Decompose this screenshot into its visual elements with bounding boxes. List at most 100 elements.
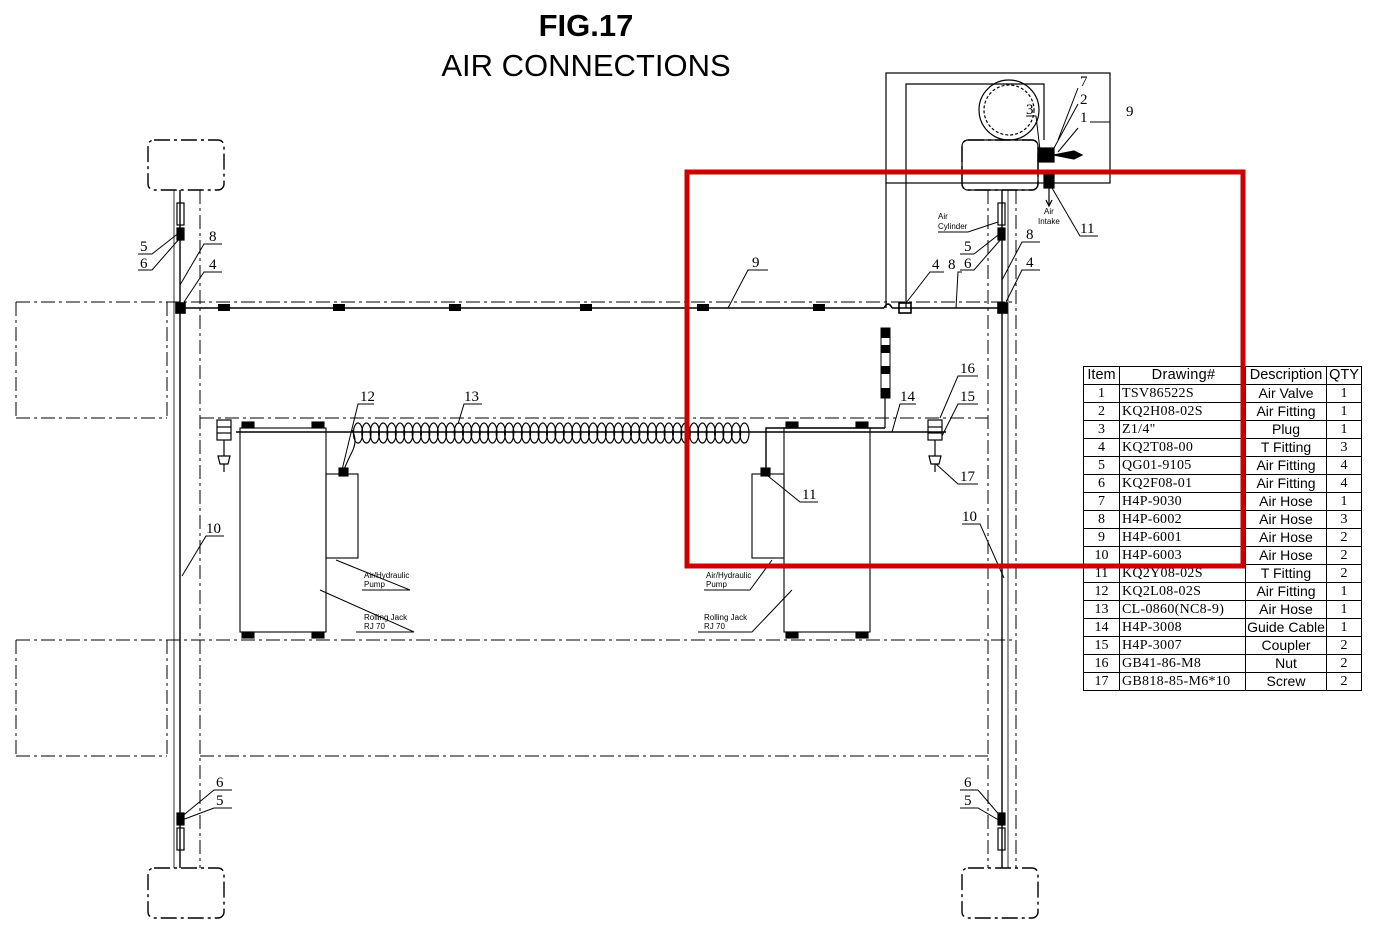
coil-loop: [588, 422, 599, 444]
coil-loop: [403, 422, 414, 444]
coil-loop: [361, 422, 372, 444]
callout: 8: [948, 257, 956, 273]
coil-loop: [613, 422, 624, 444]
cell-qty: 1: [1326, 582, 1362, 601]
cell-description: T Fitting: [1245, 564, 1327, 583]
cell-drawing: KQ2Y08-02S: [1119, 564, 1246, 583]
cell-description: Air Fitting: [1245, 582, 1327, 601]
coil-loop: [672, 422, 683, 444]
cell-item: 13: [1083, 600, 1120, 619]
cell-qty: 1: [1326, 384, 1362, 403]
coil-loop: [411, 422, 422, 444]
cell-drawing: H4P-6003: [1119, 546, 1246, 565]
callout: 4: [1026, 255, 1034, 271]
callout: 3: [1026, 102, 1034, 118]
coil-loop: [378, 422, 389, 444]
cell-item: 14: [1083, 618, 1120, 637]
callout: 14: [900, 389, 916, 405]
cell-item: 7: [1083, 492, 1120, 511]
post-fittings: [176, 202, 1006, 851]
coil-loop: [520, 422, 532, 444]
cell-qty: 1: [1326, 492, 1362, 511]
cell-qty: 2: [1326, 672, 1362, 691]
jack-label-left: RJ 70: [364, 622, 385, 631]
cell-qty: 2: [1326, 546, 1362, 565]
air-intake-label: Air: [1044, 207, 1054, 216]
air-cylinder-label: Air: [938, 212, 948, 221]
coil-loop: [504, 422, 515, 444]
coil-loop: [529, 422, 540, 444]
cell-drawing: GB41-86-M8: [1119, 654, 1246, 673]
coiled-air-hose: [352, 422, 750, 444]
callout: 2: [1080, 92, 1088, 108]
cell-description: Air Hose: [1245, 546, 1327, 565]
cell-item: 5: [1083, 456, 1120, 475]
callout: 10: [962, 509, 977, 525]
cell-drawing: TSV86522S: [1119, 384, 1246, 403]
jack-label-left: Rolling Jack: [364, 613, 408, 622]
coil-loop: [546, 422, 557, 444]
cell-item: 17: [1083, 672, 1120, 691]
coil-loop: [428, 422, 439, 444]
callout: 9: [752, 255, 760, 271]
cell-description: Guide Cable: [1245, 618, 1327, 637]
coil-loop: [655, 422, 666, 444]
callout: 17: [960, 469, 976, 485]
figure-title: AIR CONNECTIONS: [441, 48, 731, 83]
coil-loop: [369, 422, 380, 444]
callout: 7: [1080, 74, 1088, 90]
callout-numbers: 5 6 8 4 5 6 8 4 4 8 7 2 1 3 9 11 9 12 13…: [140, 74, 1134, 809]
cell-item: 16: [1083, 654, 1120, 673]
cell-description: Air Hose: [1245, 492, 1327, 511]
cell-qty: 1: [1326, 420, 1362, 439]
cell-drawing: H4P-6002: [1119, 510, 1246, 529]
air-intake-label: Intake: [1038, 217, 1060, 226]
runway-outlines: [15, 190, 1017, 868]
callout: 16: [960, 361, 976, 377]
parts-table: Item Drawing# Description QTY 1 TSV86522S…: [1083, 366, 1362, 691]
cell-item: 4: [1083, 438, 1120, 457]
coupler-right: [927, 419, 943, 472]
callout: 5: [964, 239, 972, 255]
cell-item: 8: [1083, 510, 1120, 529]
coil-loop: [562, 422, 574, 444]
cell-qty: 4: [1326, 474, 1362, 493]
col-header-description: Description: [1245, 366, 1327, 385]
coil-loop: [470, 422, 481, 444]
table-header-row: Item Drawing# Description QTY: [1083, 366, 1362, 385]
cell-qty: 2: [1326, 654, 1362, 673]
cell-description: Coupler: [1245, 636, 1327, 655]
cell-description: Nut: [1245, 654, 1327, 673]
cell-item: 3: [1083, 420, 1120, 439]
callout: 11: [802, 487, 816, 503]
jack-label-right: RJ 70: [704, 622, 725, 631]
cell-drawing: H4P-3007: [1119, 636, 1246, 655]
cell-drawing: CL-0860(NC8-9): [1119, 600, 1246, 619]
cell-qty: 3: [1326, 438, 1362, 457]
pump-label-left: Pump: [364, 580, 385, 589]
callout: 9: [1126, 104, 1134, 120]
coil-loop: [646, 422, 658, 444]
callout: 6: [140, 256, 148, 272]
cell-qty: 2: [1326, 528, 1362, 547]
callout: 12: [360, 389, 375, 405]
coil-loop: [487, 422, 498, 444]
air-cylinder-label: Cylinder: [938, 222, 968, 231]
cell-item: 12: [1083, 582, 1120, 601]
callout: 6: [964, 256, 972, 272]
cell-item: 10: [1083, 546, 1120, 565]
cell-item: 6: [1083, 474, 1120, 493]
coil-loop: [394, 422, 406, 444]
figure-number: FIG.17: [538, 8, 634, 43]
pump-label-right: Air/Hydraulic: [706, 571, 751, 580]
guide-cable: [236, 427, 946, 470]
cell-qty: 1: [1326, 618, 1362, 637]
